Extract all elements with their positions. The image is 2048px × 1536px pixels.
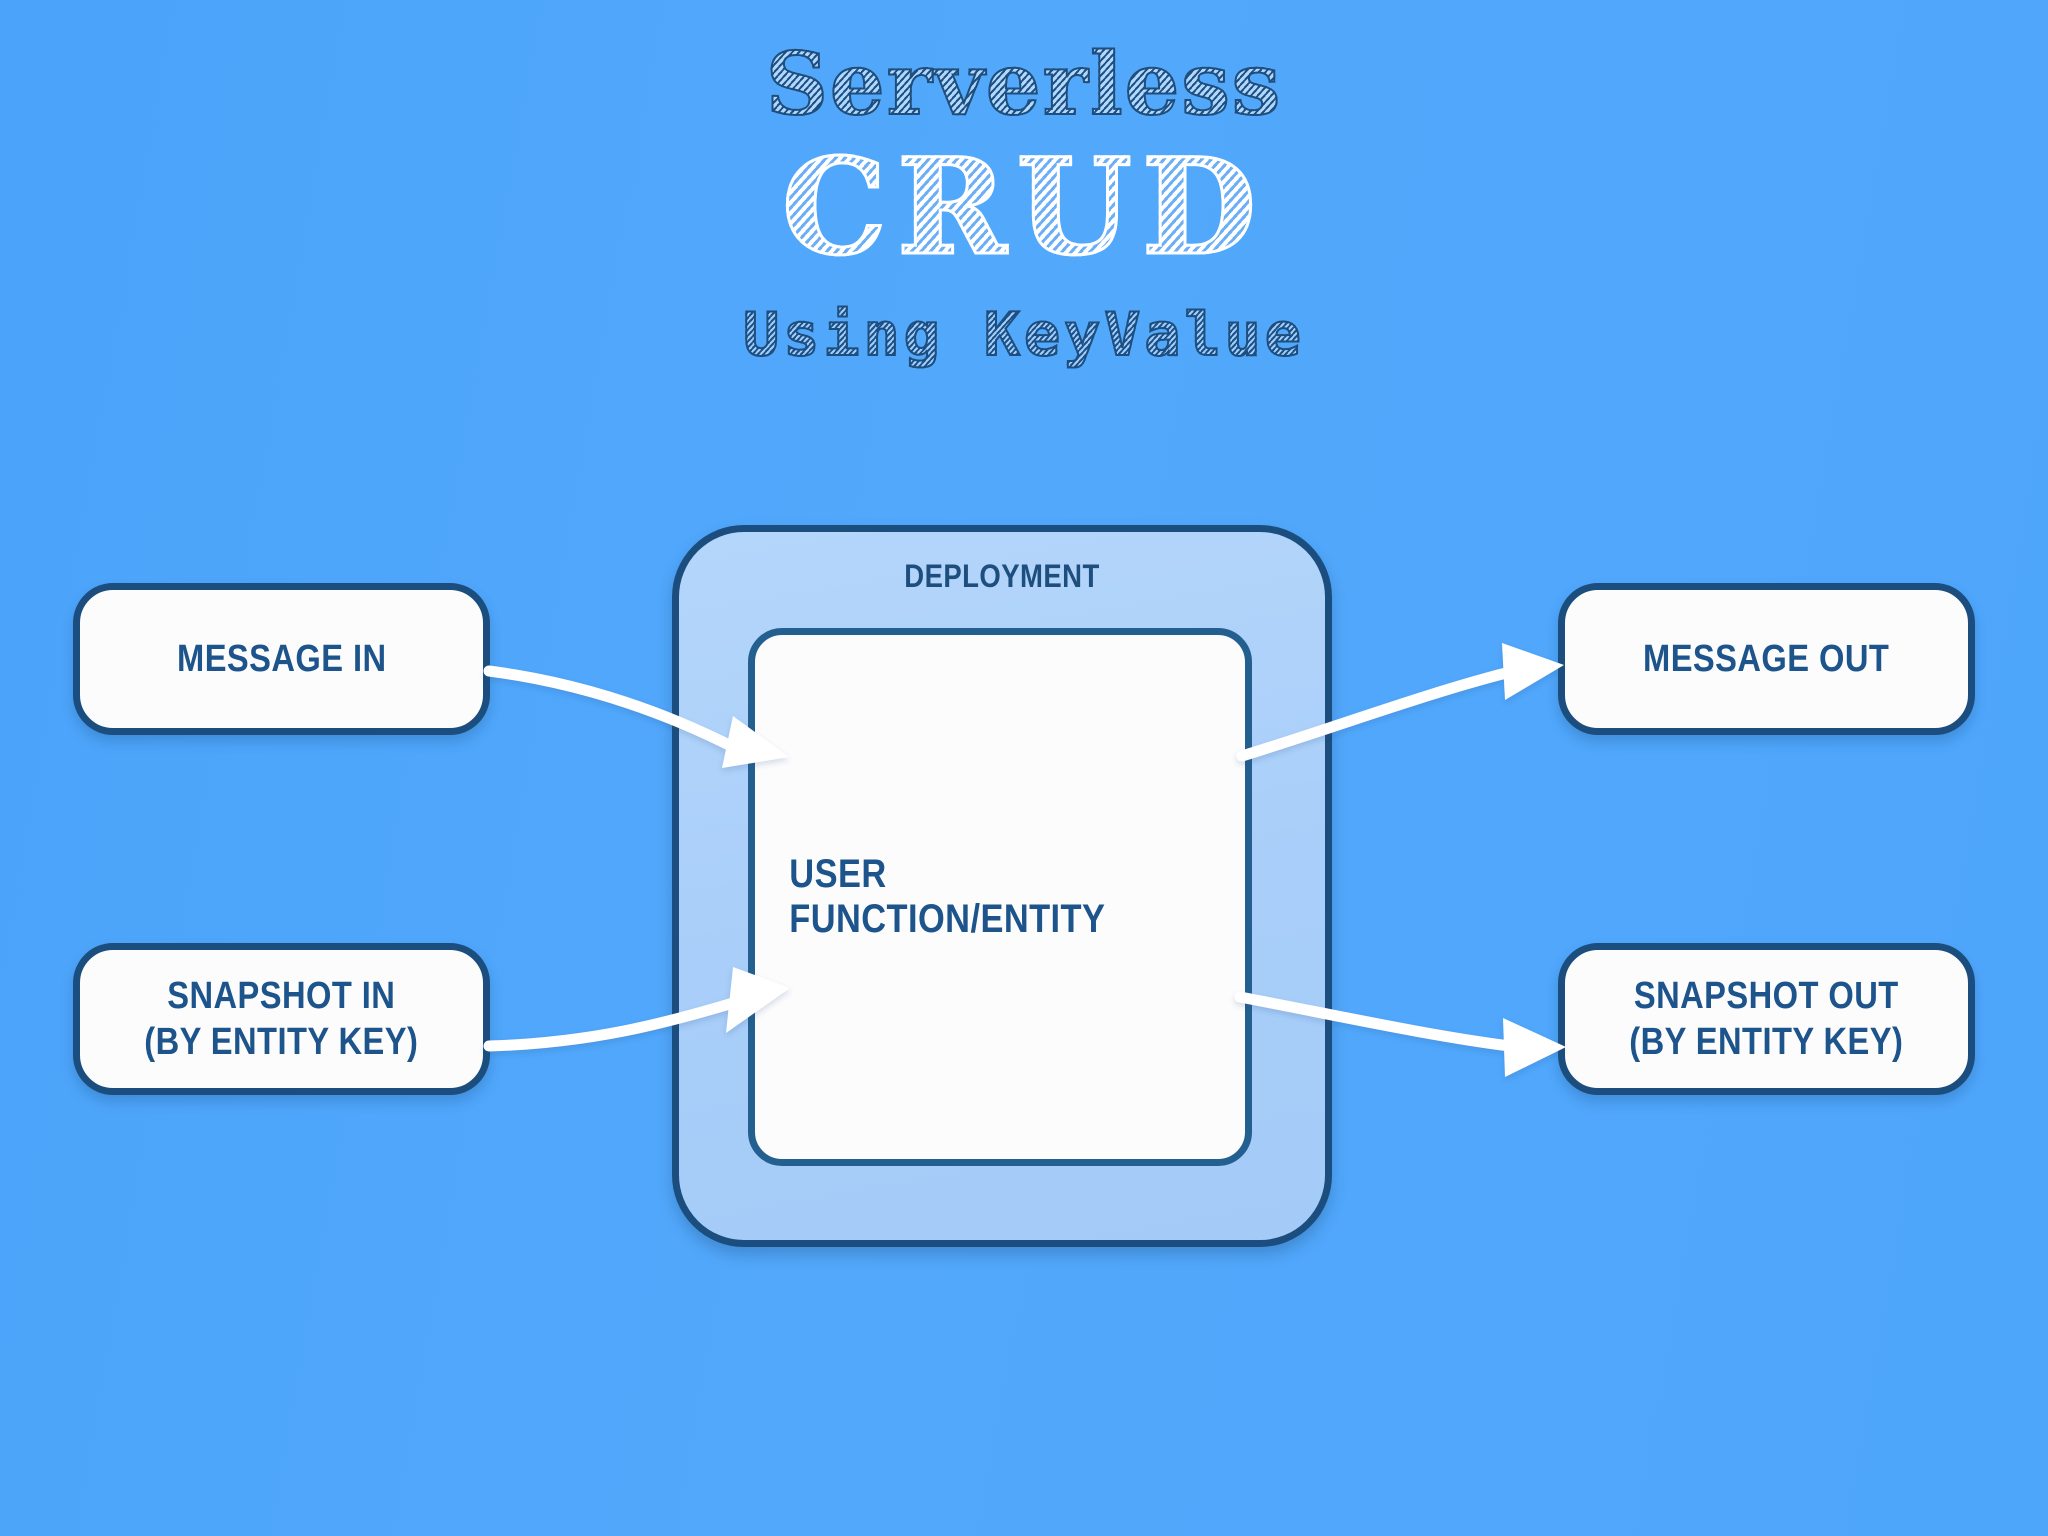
node-snapshot-out-label: SNAPSHOT OUT (BY ENTITY KEY) [1629,974,1904,1063]
subtitle-using-keyvalue: Using KeyValue [742,299,1305,371]
node-message-out-label: MESSAGE OUT [1643,637,1890,680]
node-message-out[interactable]: MESSAGE OUT [1558,583,1975,735]
deployment-title: DEPLOYMENT [904,558,1100,594]
user-function-entity-label: USER FUNCTION/ENTITY [789,852,1106,941]
title-serverless: Serverless [765,34,1283,135]
title-crud: CRUD [780,130,1267,286]
node-snapshot-in-label: SNAPSHOT IN (BY ENTITY KEY) [144,974,419,1063]
title-block: Serverless CRUD Using KeyValue [0,34,2048,371]
node-message-in[interactable]: MESSAGE IN [73,583,490,735]
user-function-entity-box[interactable]: USER FUNCTION/ENTITY [748,628,1252,1166]
node-message-in-label: MESSAGE IN [176,637,387,680]
node-snapshot-in[interactable]: SNAPSHOT IN (BY ENTITY KEY) [73,943,490,1095]
node-snapshot-out[interactable]: SNAPSHOT OUT (BY ENTITY KEY) [1558,943,1975,1095]
